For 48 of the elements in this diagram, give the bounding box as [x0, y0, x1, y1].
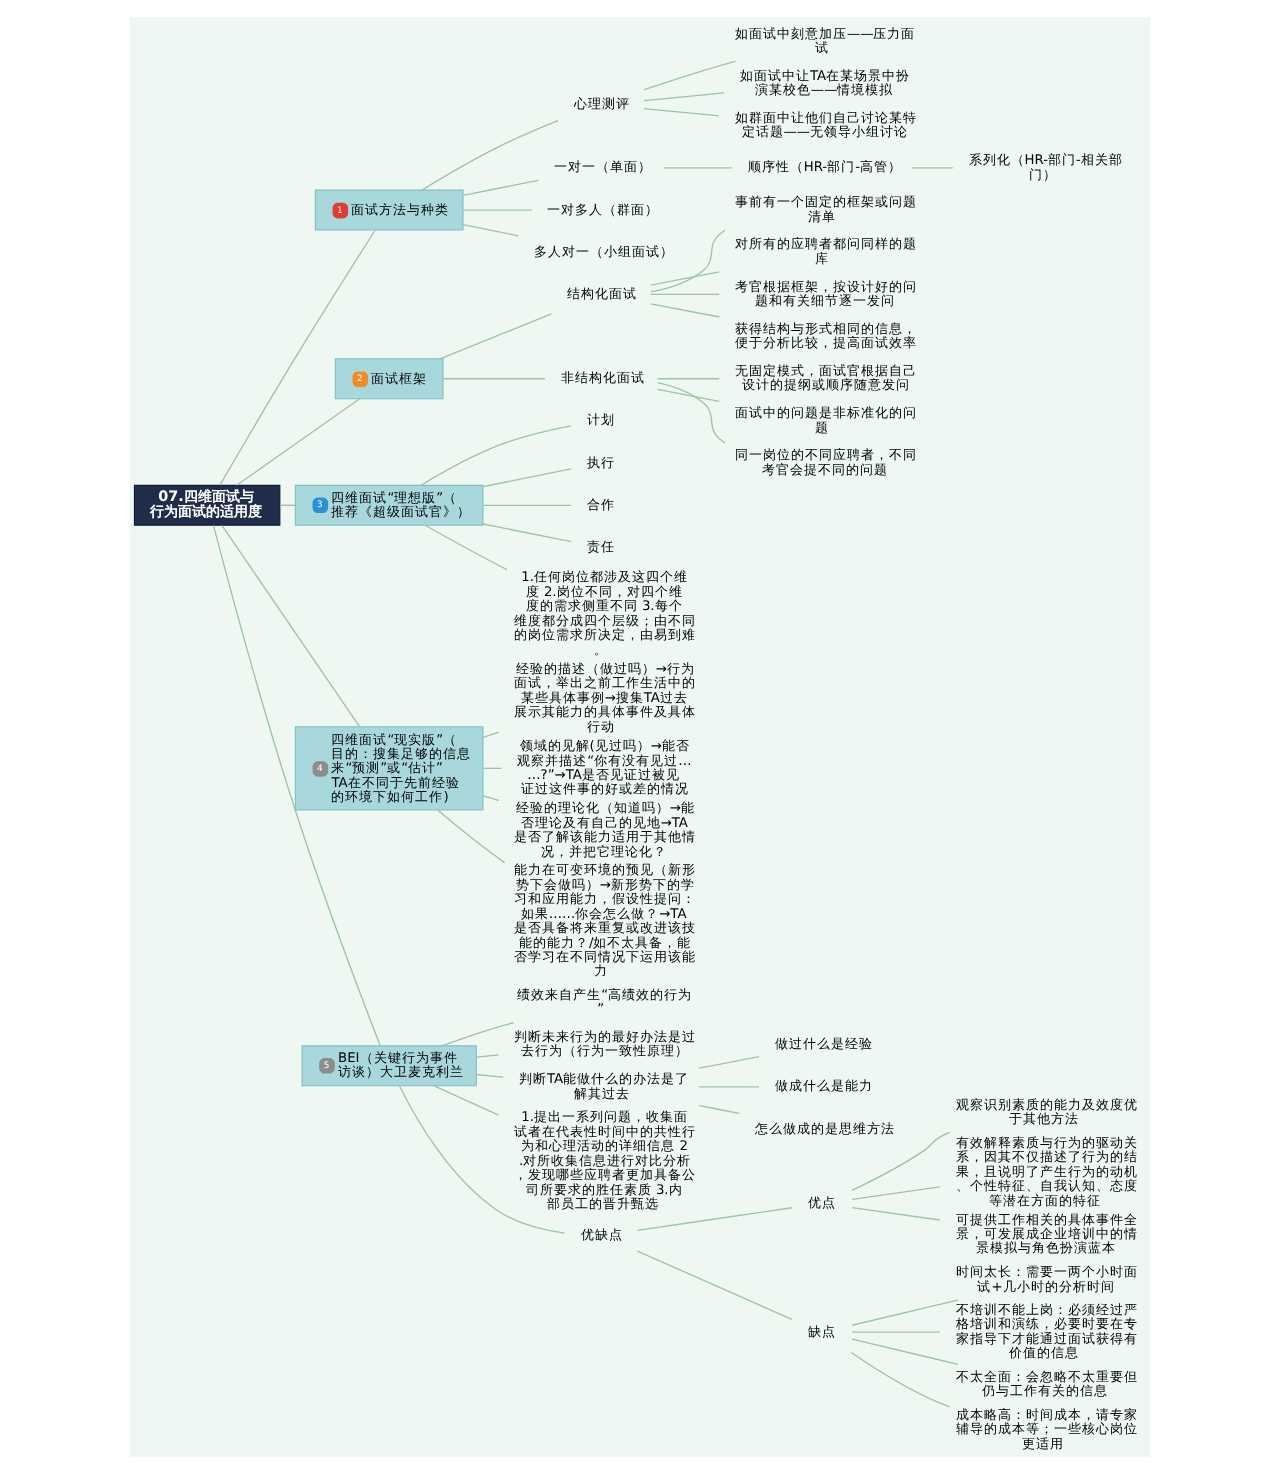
connector [219, 229, 376, 486]
connector [482, 795, 500, 802]
connector [663, 167, 733, 169]
connector [475, 1054, 500, 1058]
connector [482, 731, 500, 739]
connector [650, 293, 720, 296]
connector [650, 271, 720, 286]
connector [851, 1186, 941, 1200]
connector [482, 523, 572, 543]
connector [851, 1206, 941, 1221]
connector [482, 767, 503, 769]
connector [698, 1086, 760, 1088]
connector [656, 388, 720, 403]
connector [442, 1021, 515, 1047]
connector [462, 209, 533, 211]
connector [442, 378, 546, 380]
connector [420, 425, 572, 486]
connector [650, 229, 726, 293]
connector [462, 224, 520, 237]
connector [436, 809, 506, 864]
connector [212, 524, 381, 1047]
connector [656, 378, 720, 380]
connector [636, 1250, 793, 1320]
connector [850, 1351, 951, 1408]
connector [462, 179, 539, 197]
connector [656, 382, 726, 444]
connector [399, 1085, 566, 1234]
connector [698, 1056, 760, 1069]
connector [482, 504, 572, 506]
connector [851, 1131, 951, 1192]
connector [221, 524, 361, 728]
connector [911, 167, 954, 169]
connector [643, 92, 725, 102]
connector [650, 303, 720, 318]
connector [851, 1338, 959, 1365]
connector [439, 313, 553, 360]
connector [851, 1331, 941, 1333]
connector [424, 524, 508, 571]
connector [236, 398, 361, 486]
connector [636, 1207, 793, 1232]
connector [482, 468, 572, 488]
connector [433, 1085, 499, 1116]
connector [643, 108, 720, 117]
connector [851, 1299, 959, 1326]
connector [698, 1104, 740, 1114]
connector [643, 60, 737, 91]
connector [421, 119, 559, 191]
connector [475, 1073, 504, 1078]
